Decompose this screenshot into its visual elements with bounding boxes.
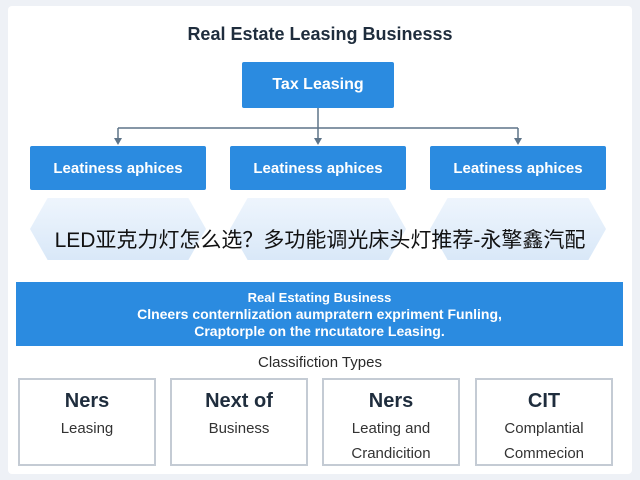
type-card-title: Ners	[64, 390, 110, 412]
type-card-sub-2: Crandicition	[351, 445, 431, 462]
description-heading: Real Estating Business	[247, 289, 392, 305]
type-card-4: CIT Complantial Commecion	[475, 378, 613, 466]
type-card-sub-1: Leasing	[60, 420, 114, 437]
type-card-1: Ners Leasing	[18, 378, 156, 466]
node-tax-leasing: Tax Leasing	[242, 62, 394, 108]
type-card-sub-2: Commecion	[503, 445, 585, 462]
type-card-sub-1: Complantial	[504, 420, 584, 437]
ribbon-shape-1	[30, 198, 206, 260]
type-card-sub-1: Business	[208, 420, 270, 437]
node-mid-3: Leatiness aphices	[430, 146, 606, 190]
overlay-watermark-text: LED亚克力灯怎么选？多功能调光床头灯推荐-永擎鑫汽配	[54, 229, 586, 252]
node-mid-1: Leatiness aphices	[30, 146, 206, 190]
section-label: Classifiction Types	[258, 354, 382, 371]
diagram-title: Real Estate Leasing Businesss	[187, 24, 453, 44]
description-line-1: Clneers conternlization aumpratern expri…	[137, 305, 502, 322]
ribbon-shape-2	[230, 198, 406, 260]
type-card-title: Next of	[205, 390, 273, 412]
ribbon-shape-3	[430, 198, 606, 260]
type-card-3: Ners Leating and Crandicition	[322, 378, 460, 466]
node-mid-2: Leatiness aphices	[230, 146, 406, 190]
type-card-sub-1: Leating and	[351, 420, 431, 437]
description-line-2: Craptorple on the rncutatore Leasing.	[194, 322, 445, 339]
type-card-2: Next of Business	[170, 378, 308, 466]
type-card-title: Ners	[368, 390, 414, 412]
description-box: Real Estating Business Clneers conternli…	[16, 282, 623, 346]
type-card-title: CIT	[527, 390, 561, 412]
